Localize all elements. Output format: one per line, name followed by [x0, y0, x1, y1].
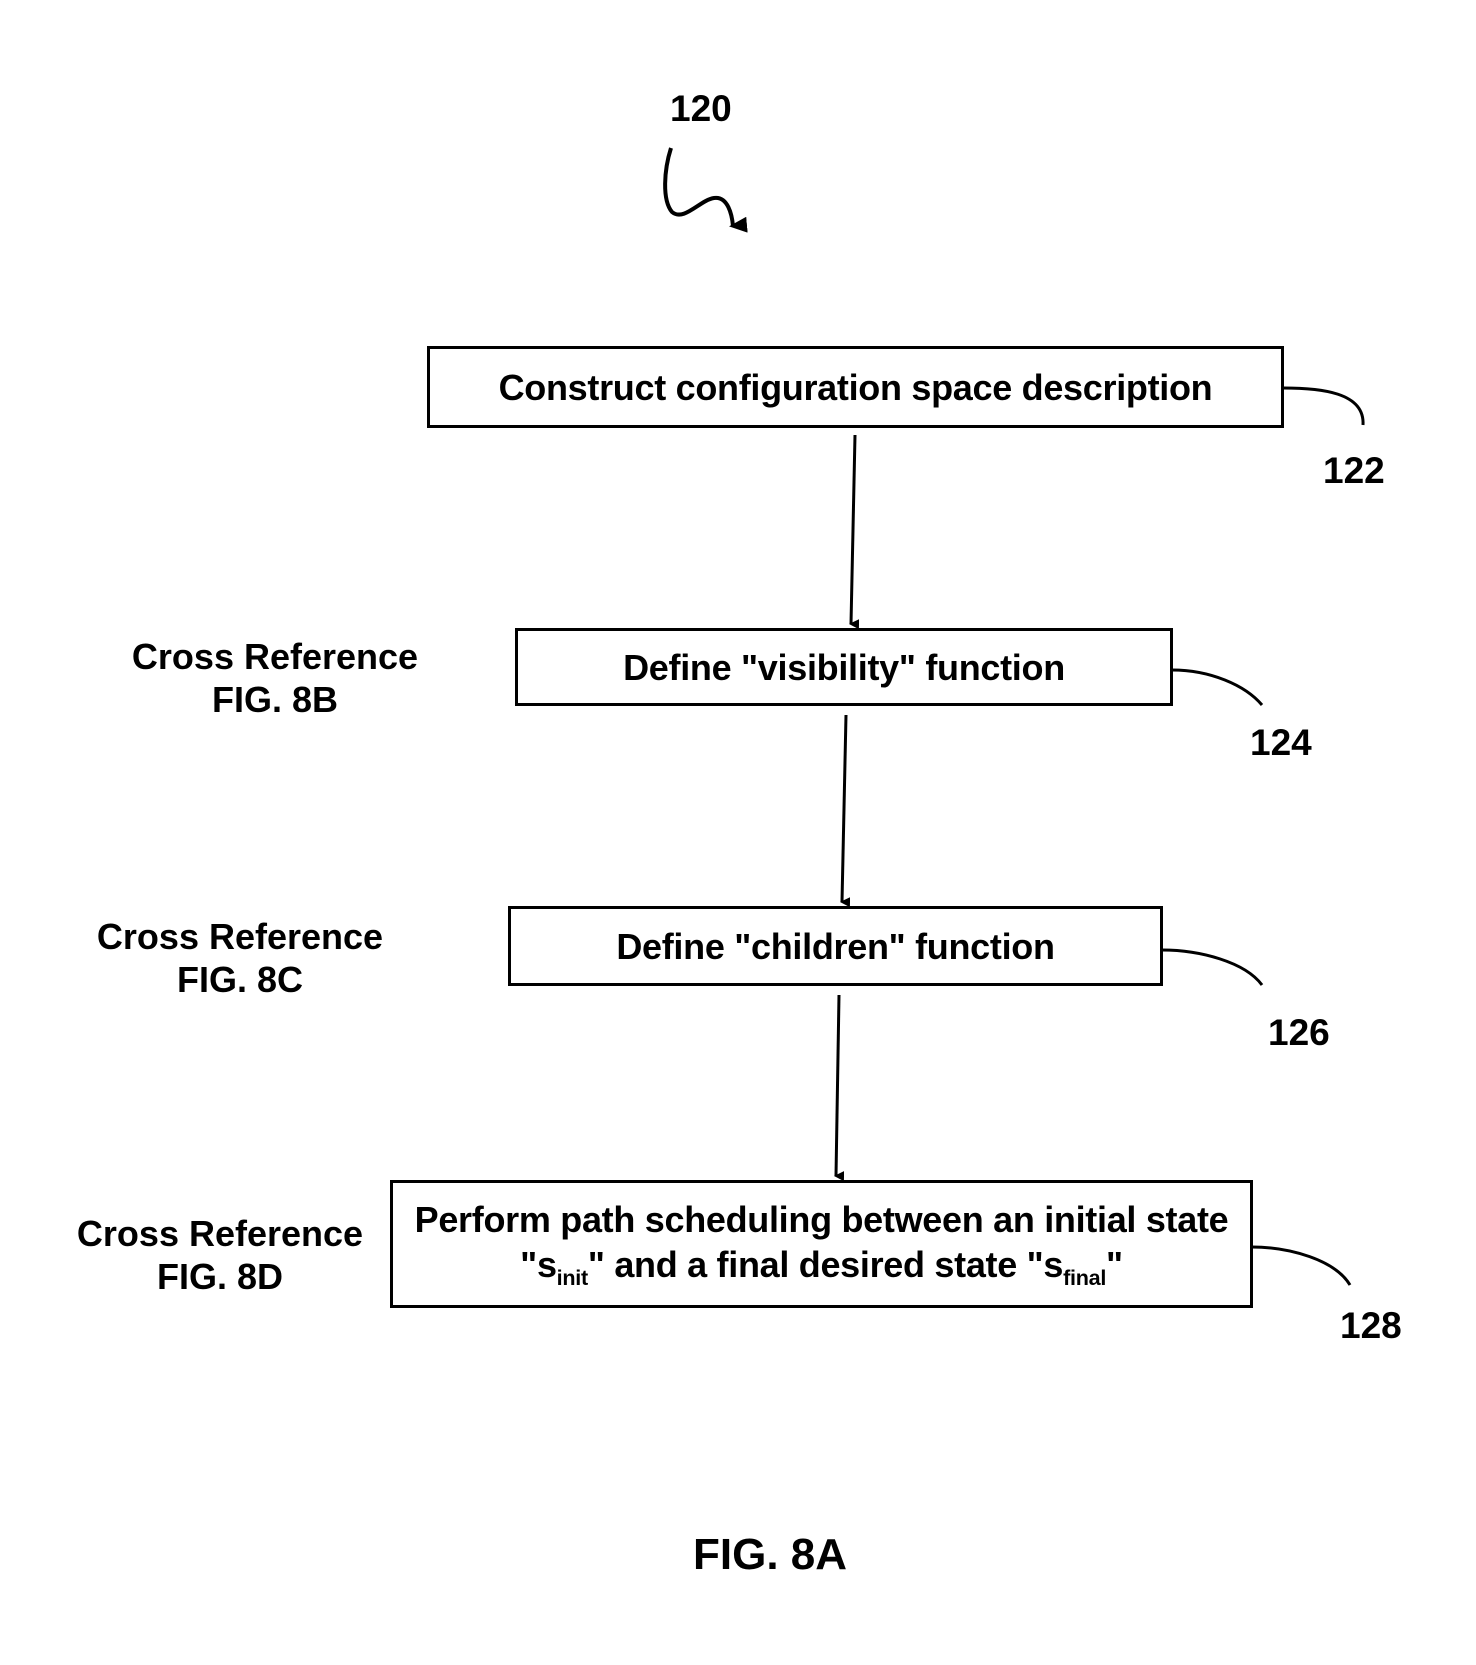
cross-reference-fig: FIG. 8B: [110, 678, 440, 721]
cross-reference-label: Cross Reference: [55, 1212, 385, 1255]
leader-line-126: [1162, 950, 1262, 985]
cross-reference-fig: FIG. 8D: [55, 1255, 385, 1298]
subscript-final: final: [1063, 1265, 1106, 1290]
figure-caption: FIG. 8A: [693, 1530, 847, 1580]
step-text-line2: "sinit" and a final desired state "sfina…: [520, 1242, 1123, 1292]
step-box-define-children: Define "children" function: [508, 906, 1163, 986]
flow-arrow-124-126: [842, 715, 846, 902]
step-number-128: 128: [1340, 1305, 1402, 1347]
cross-reference-8c: Cross Reference FIG. 8C: [75, 915, 405, 1001]
step-box-define-visibility: Define "visibility" function: [515, 628, 1173, 706]
cross-reference-fig: FIG. 8C: [75, 958, 405, 1001]
flow-arrow-126-128: [836, 995, 839, 1176]
figure-reference-number: 120: [670, 88, 732, 130]
text-fragment: ": [1106, 1244, 1123, 1285]
step-number-126: 126: [1268, 1012, 1330, 1054]
step-box-path-scheduling: Perform path scheduling between an initi…: [390, 1180, 1253, 1308]
flow-arrow-122-124: [851, 435, 855, 624]
step-text: Construct configuration space descriptio…: [499, 365, 1213, 410]
subscript-init: init: [557, 1265, 588, 1290]
text-fragment: " and a final desired state "s: [588, 1244, 1063, 1285]
step-box-construct-config-space: Construct configuration space descriptio…: [427, 346, 1284, 428]
cross-reference-label: Cross Reference: [75, 915, 405, 958]
step-number-122: 122: [1323, 450, 1385, 492]
cross-reference-label: Cross Reference: [110, 635, 440, 678]
step-text: Define "visibility" function: [623, 645, 1065, 690]
leader-line-122: [1283, 388, 1363, 425]
step-text-line1: Perform path scheduling between an initi…: [415, 1197, 1229, 1242]
text-fragment: "s: [520, 1244, 557, 1285]
cross-reference-8d: Cross Reference FIG. 8D: [55, 1212, 385, 1298]
cross-reference-8b: Cross Reference FIG. 8B: [110, 635, 440, 721]
step-number-124: 124: [1250, 722, 1312, 764]
step-text: Define "children" function: [616, 924, 1054, 969]
leader-line-124: [1172, 670, 1262, 705]
figure-ref-arrow-icon: [665, 148, 733, 226]
leader-line-128: [1252, 1247, 1350, 1285]
